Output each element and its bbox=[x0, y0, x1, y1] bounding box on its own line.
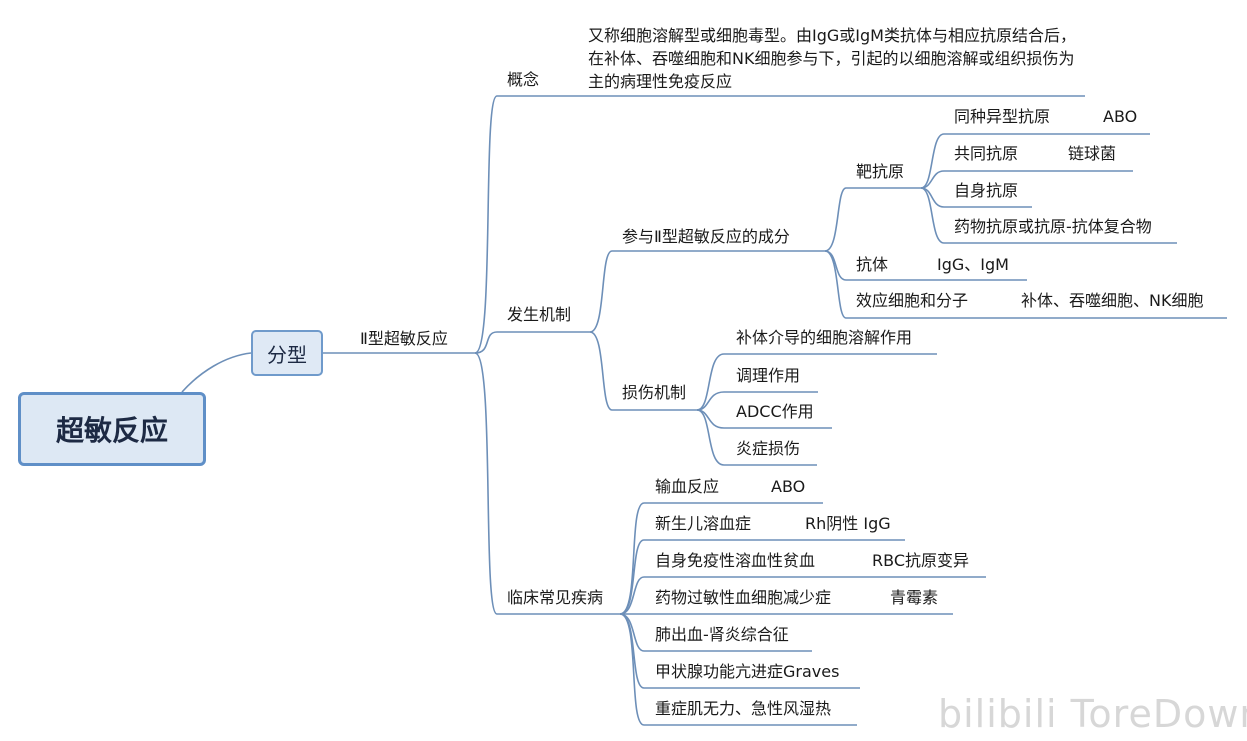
antibody-node[interactable]: 抗体 bbox=[856, 255, 889, 274]
effector-node[interactable]: 效应细胞和分子 bbox=[856, 291, 969, 310]
watermark: bilibili ToreDown bbox=[938, 692, 1247, 736]
damage-node[interactable]: 损伤机制 bbox=[622, 383, 687, 402]
disease-item[interactable]: 自身免疫性溶血性贫血 bbox=[655, 551, 816, 570]
antigen-detail[interactable]: ABO bbox=[1103, 107, 1138, 126]
disease-detail[interactable]: 青霉素 bbox=[890, 588, 939, 607]
type-node[interactable]: 分型 bbox=[251, 330, 323, 376]
damage-item[interactable]: 炎症损伤 bbox=[736, 439, 801, 458]
disease-detail[interactable]: ABO bbox=[771, 477, 806, 496]
antigen-item[interactable]: 自身抗原 bbox=[954, 181, 1019, 200]
disease-item[interactable]: 肺出血-肾炎综合征 bbox=[655, 625, 789, 644]
type-ii-node[interactable]: Ⅱ型超敏反应 bbox=[360, 329, 448, 348]
damage-item[interactable]: 补体介导的细胞溶解作用 bbox=[736, 328, 913, 347]
components-node[interactable]: 参与Ⅱ型超敏反应的成分 bbox=[622, 227, 790, 246]
antigen-detail[interactable]: 链球菌 bbox=[1068, 144, 1117, 163]
root-node[interactable]: 超敏反应 bbox=[18, 392, 206, 466]
effector-detail[interactable]: 补体、吞噬细胞、NK细胞 bbox=[1021, 291, 1204, 310]
antigen-item[interactable]: 药物抗原或抗原-抗体复合物 bbox=[954, 217, 1152, 236]
concept-node[interactable]: 概念 bbox=[507, 70, 540, 89]
antigen-item[interactable]: 共同抗原 bbox=[954, 144, 1019, 163]
disease-item[interactable]: 药物过敏性血细胞减少症 bbox=[655, 588, 832, 607]
diseases-node[interactable]: 临床常见疾病 bbox=[507, 588, 604, 607]
disease-item[interactable]: 重症肌无力、急性风湿热 bbox=[655, 699, 832, 718]
antibody-detail[interactable]: IgG、IgM bbox=[937, 255, 1009, 274]
target-antigen-node[interactable]: 靶抗原 bbox=[856, 162, 905, 181]
damage-item[interactable]: ADCC作用 bbox=[736, 402, 814, 421]
disease-detail[interactable]: Rh阴性 IgG bbox=[805, 514, 891, 533]
concept-description: 又称细胞溶解型或细胞毒型。由IgG或IgM类抗体与相应抗原结合后，在补体、吞噬细… bbox=[588, 26, 1076, 91]
mechanism-node[interactable]: 发生机制 bbox=[507, 305, 572, 324]
disease-detail[interactable]: RBC抗原变异 bbox=[872, 551, 969, 570]
disease-item[interactable]: 新生儿溶血症 bbox=[655, 514, 752, 533]
antigen-item[interactable]: 同种异型抗原 bbox=[954, 107, 1051, 126]
damage-item[interactable]: 调理作用 bbox=[736, 366, 801, 385]
disease-item[interactable]: 输血反应 bbox=[655, 477, 720, 496]
disease-item[interactable]: 甲状腺功能亢进症Graves bbox=[655, 662, 840, 681]
